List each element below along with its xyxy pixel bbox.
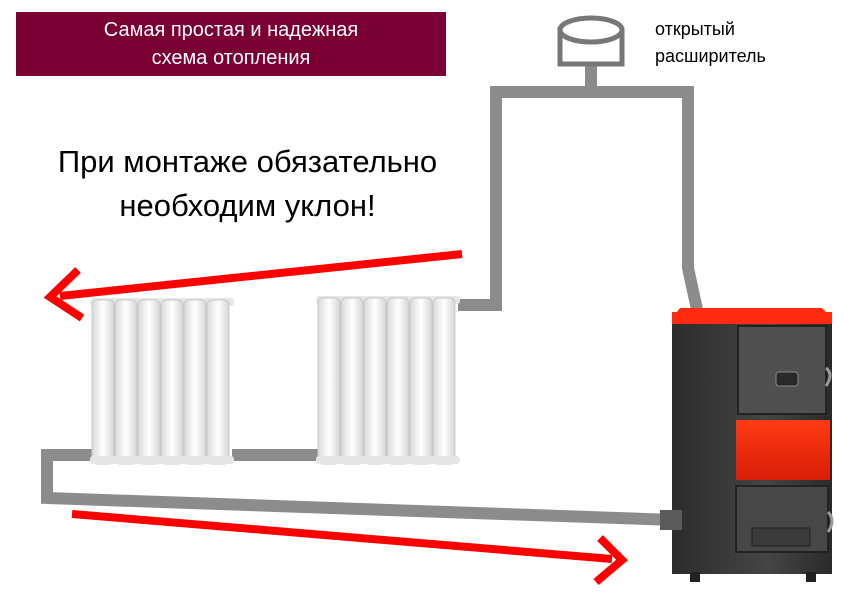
title-line-2: схема отопления (151, 47, 311, 69)
supply-pipe (458, 86, 709, 339)
warning-line-1: При монтаже обязательно (57, 144, 438, 179)
return-pipe (41, 449, 676, 526)
title-line-1: Самая простая и надежная (103, 19, 359, 41)
boiler-icon (660, 308, 834, 582)
title-banner: Самая простая и надежная схема отопления (16, 12, 446, 76)
radiator-left (90, 298, 234, 465)
radiator-right (316, 296, 460, 465)
supply-slope-arrow (43, 250, 463, 322)
return-slope-arrow (71, 510, 628, 586)
warning-line-2: необходим уклон! (119, 188, 376, 223)
expander-label-line-2: расширитель (655, 46, 766, 66)
expansion-tank-icon (557, 15, 625, 67)
expander-label: открытый расширитель (655, 16, 805, 70)
expander-label-line-1: открытый (655, 19, 735, 39)
slope-warning: При монтаже обязательно необходим уклон! (0, 140, 495, 228)
